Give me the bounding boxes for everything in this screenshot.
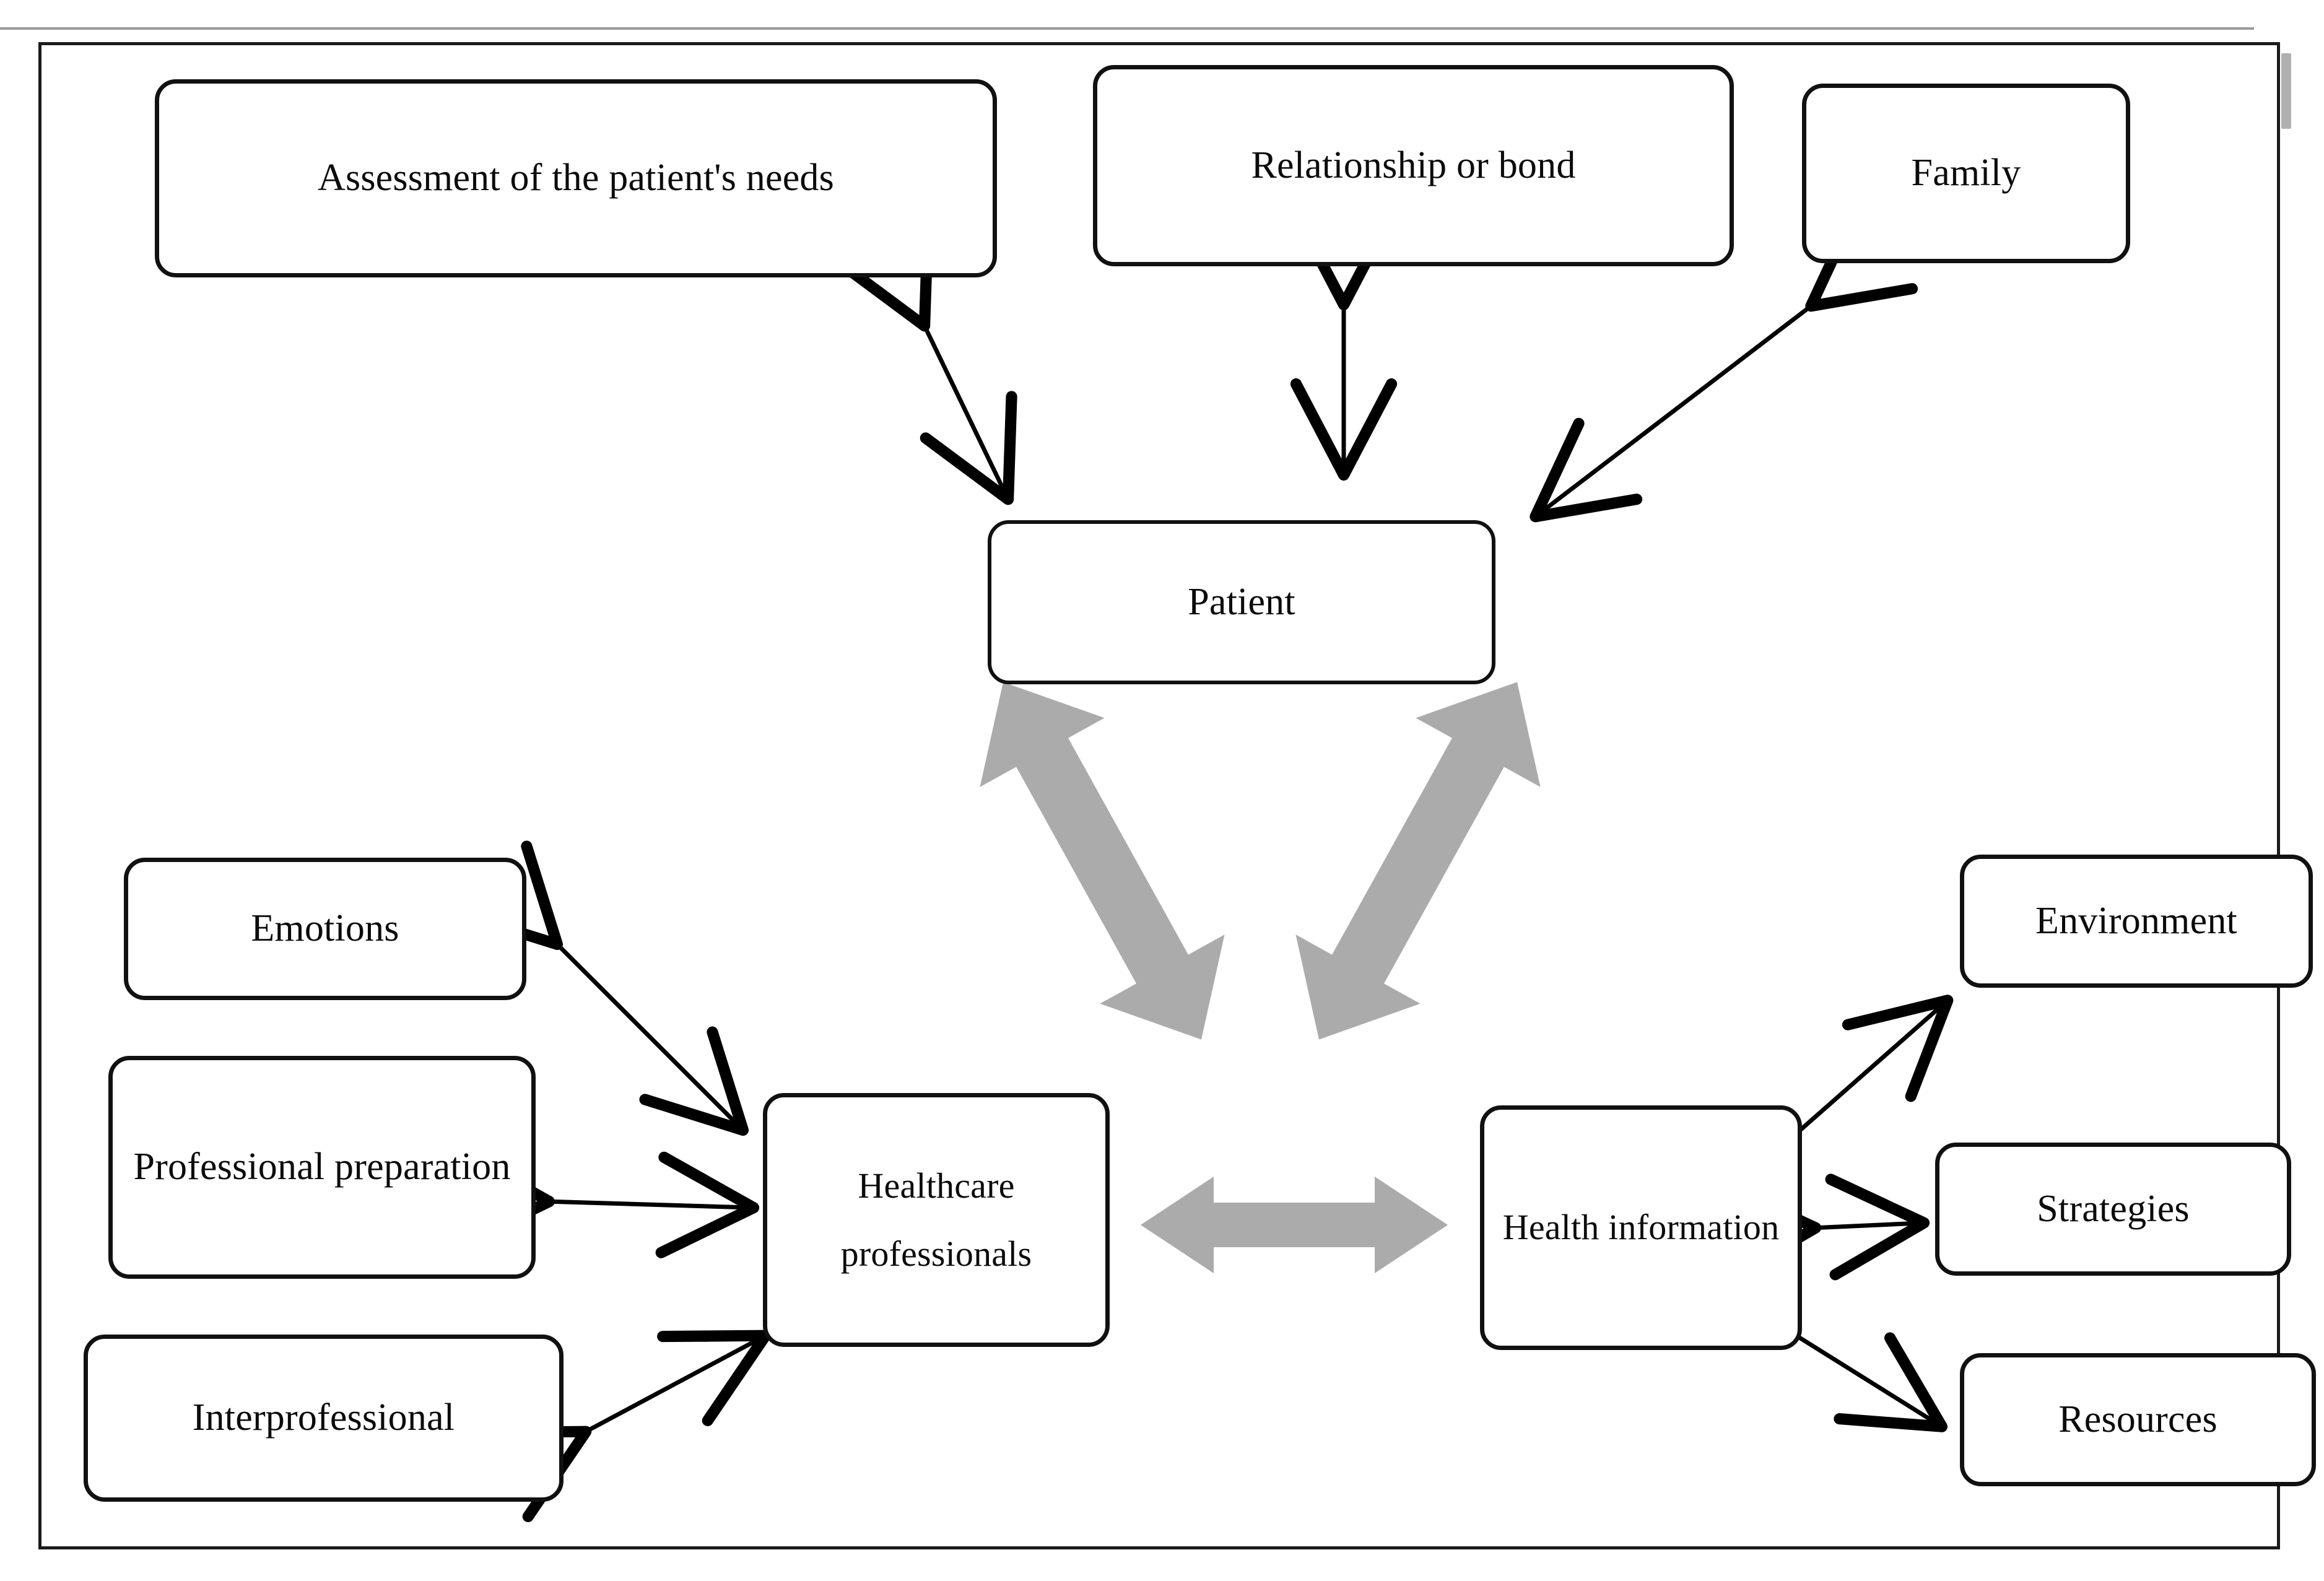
node-professional-preparation[interactable]: Professional preparation (108, 1056, 536, 1279)
node-resources-label: Resources (2058, 1398, 2217, 1440)
node-healthcare-professionals[interactable]: Healthcare professionals (763, 1093, 1110, 1347)
node-emotions-label: Emotions (251, 907, 399, 950)
node-resources[interactable]: Resources (1960, 1353, 2316, 1486)
node-patient-label: Patient (1188, 580, 1295, 623)
node-relationship-label: Relationship or bond (1251, 144, 1576, 186)
node-professional-preparation-label: Professional preparation (133, 1146, 511, 1188)
node-patient[interactable]: Patient (988, 520, 1495, 684)
node-assessment-label: Assessment of the patient's needs (318, 157, 834, 199)
node-assessment[interactable]: Assessment of the patient's needs (155, 79, 997, 277)
node-interprofessional-label: Interprofessional (192, 1396, 455, 1439)
node-health-information-label: Health information (1502, 1207, 1780, 1248)
node-healthcare-professionals-label: Healthcare professionals (840, 1165, 1032, 1274)
node-environment-label: Environment (2035, 899, 2237, 942)
node-health-information[interactable]: Health information (1480, 1105, 1802, 1350)
node-emotions[interactable]: Emotions (124, 858, 526, 1000)
node-strategies[interactable]: Strategies (1935, 1143, 2291, 1276)
page-top-rule (0, 27, 2254, 30)
scrollbar-thumb[interactable] (2281, 53, 2291, 129)
node-relationship[interactable]: Relationship or bond (1093, 65, 1734, 266)
node-strategies-label: Strategies (2037, 1187, 2190, 1230)
node-environment[interactable]: Environment (1960, 855, 2313, 988)
node-family[interactable]: Family (1802, 84, 2130, 263)
node-family-label: Family (1911, 152, 2021, 194)
node-interprofessional[interactable]: Interprofessional (84, 1335, 564, 1502)
